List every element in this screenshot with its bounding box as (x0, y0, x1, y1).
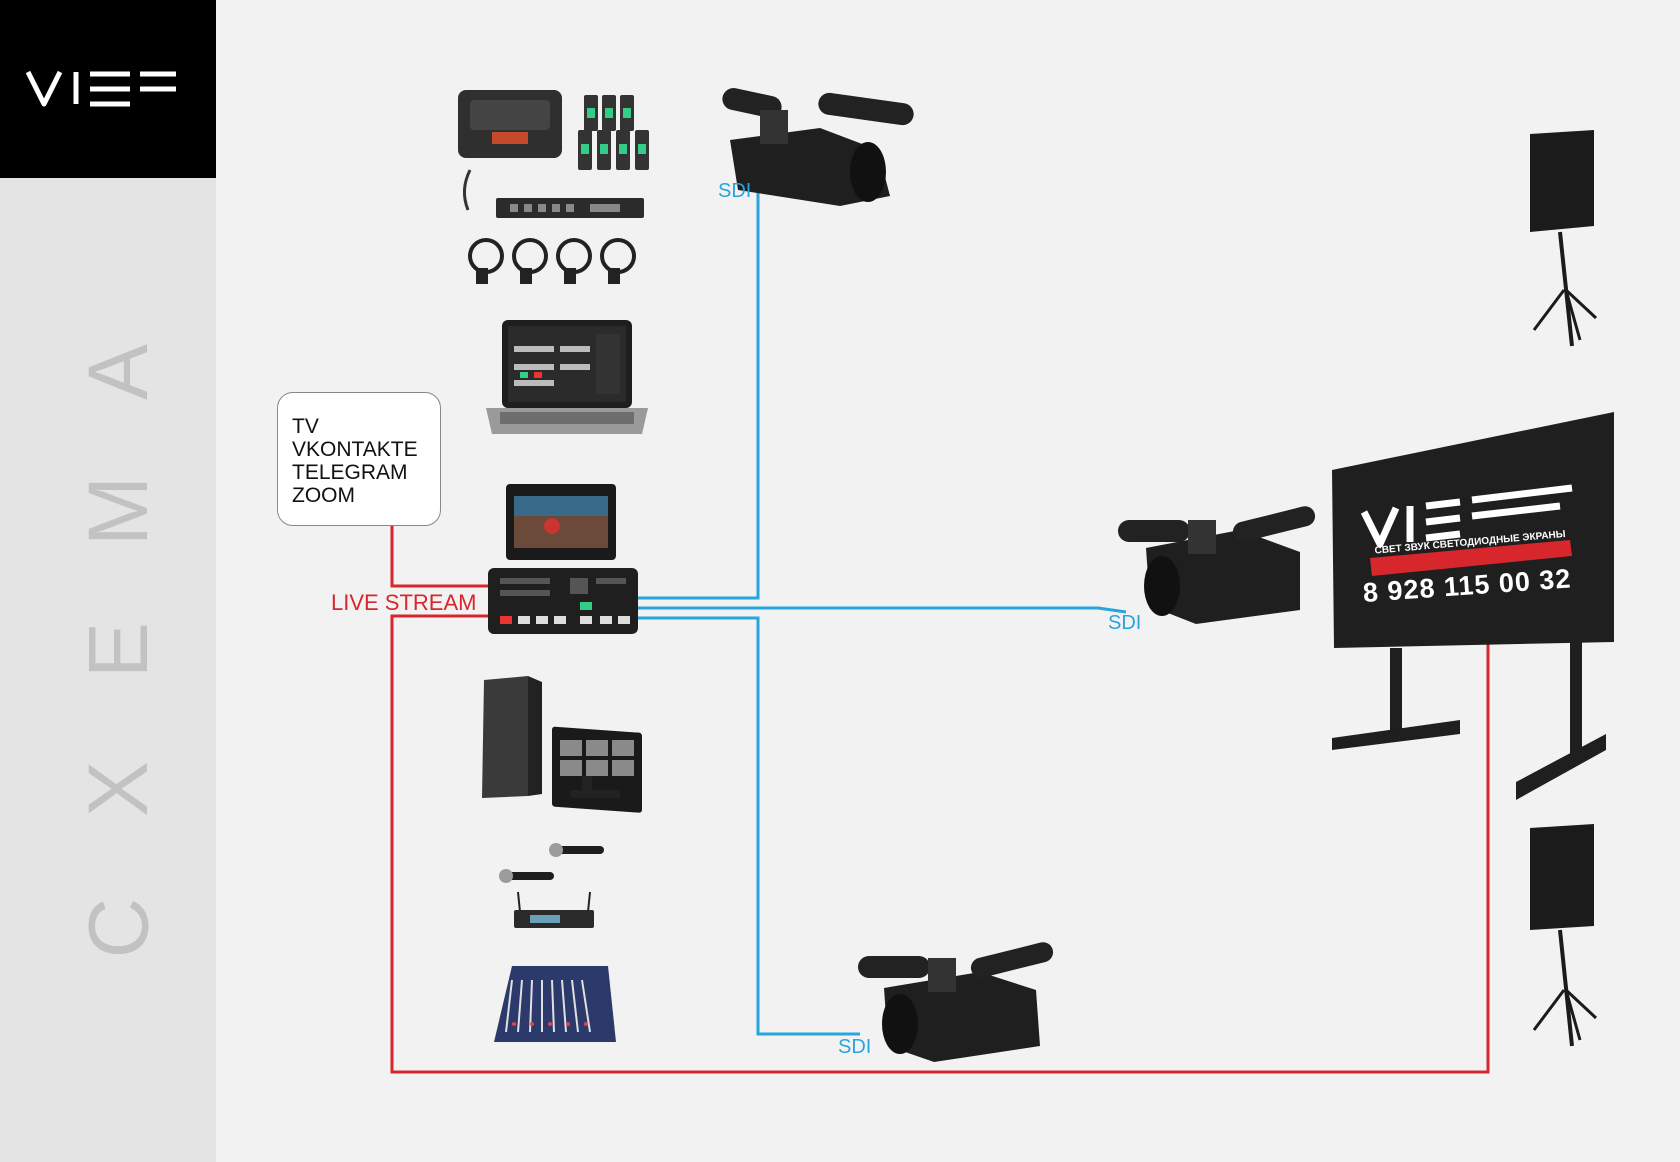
sdi-label-right: SDI (1108, 612, 1142, 634)
switcher-icon (488, 568, 638, 634)
screen-feed-line (390, 614, 1490, 1074)
live-lines (390, 526, 1490, 1074)
platform-telegram: TELEGRAM (292, 461, 408, 484)
vief-logo-icon (26, 70, 176, 107)
platform-vkontakte: VKONTAKTE (292, 438, 418, 461)
camcorder-icon (858, 942, 1054, 1062)
speaker-icon (1530, 130, 1598, 347)
platform-zoom: ZOOM (292, 484, 355, 507)
sdi-line-top (638, 190, 760, 600)
sdi-label-bottom: SDI (838, 1036, 872, 1058)
monitor-icon (506, 484, 616, 560)
speaker-icon (1530, 824, 1598, 1047)
laptop-icon (486, 320, 648, 434)
sidebar: А М Е Х С (0, 0, 216, 1162)
brand-logo (0, 0, 216, 178)
live-stream-line (390, 526, 490, 588)
platform-tv: TV (292, 415, 319, 438)
sdi-line-bottom (638, 616, 860, 1036)
streaming-platforms-box: TV VKONTAKTE TELEGRAM ZOOM (277, 392, 441, 526)
wireless-mic-icon (499, 843, 604, 928)
camcorder-icon (722, 88, 914, 206)
workstation-icon (482, 676, 642, 813)
intercom-kit-icon (458, 90, 649, 284)
camcorder-icon (1118, 506, 1316, 624)
sdi-label-top: SDI (718, 180, 752, 202)
live-stream-label: LIVE STREAM (331, 590, 477, 615)
audio-mixer-icon (494, 966, 616, 1042)
led-screen-icon (1332, 412, 1614, 800)
sdi-lines (638, 190, 1127, 1036)
sdi-line-right (638, 606, 1127, 614)
